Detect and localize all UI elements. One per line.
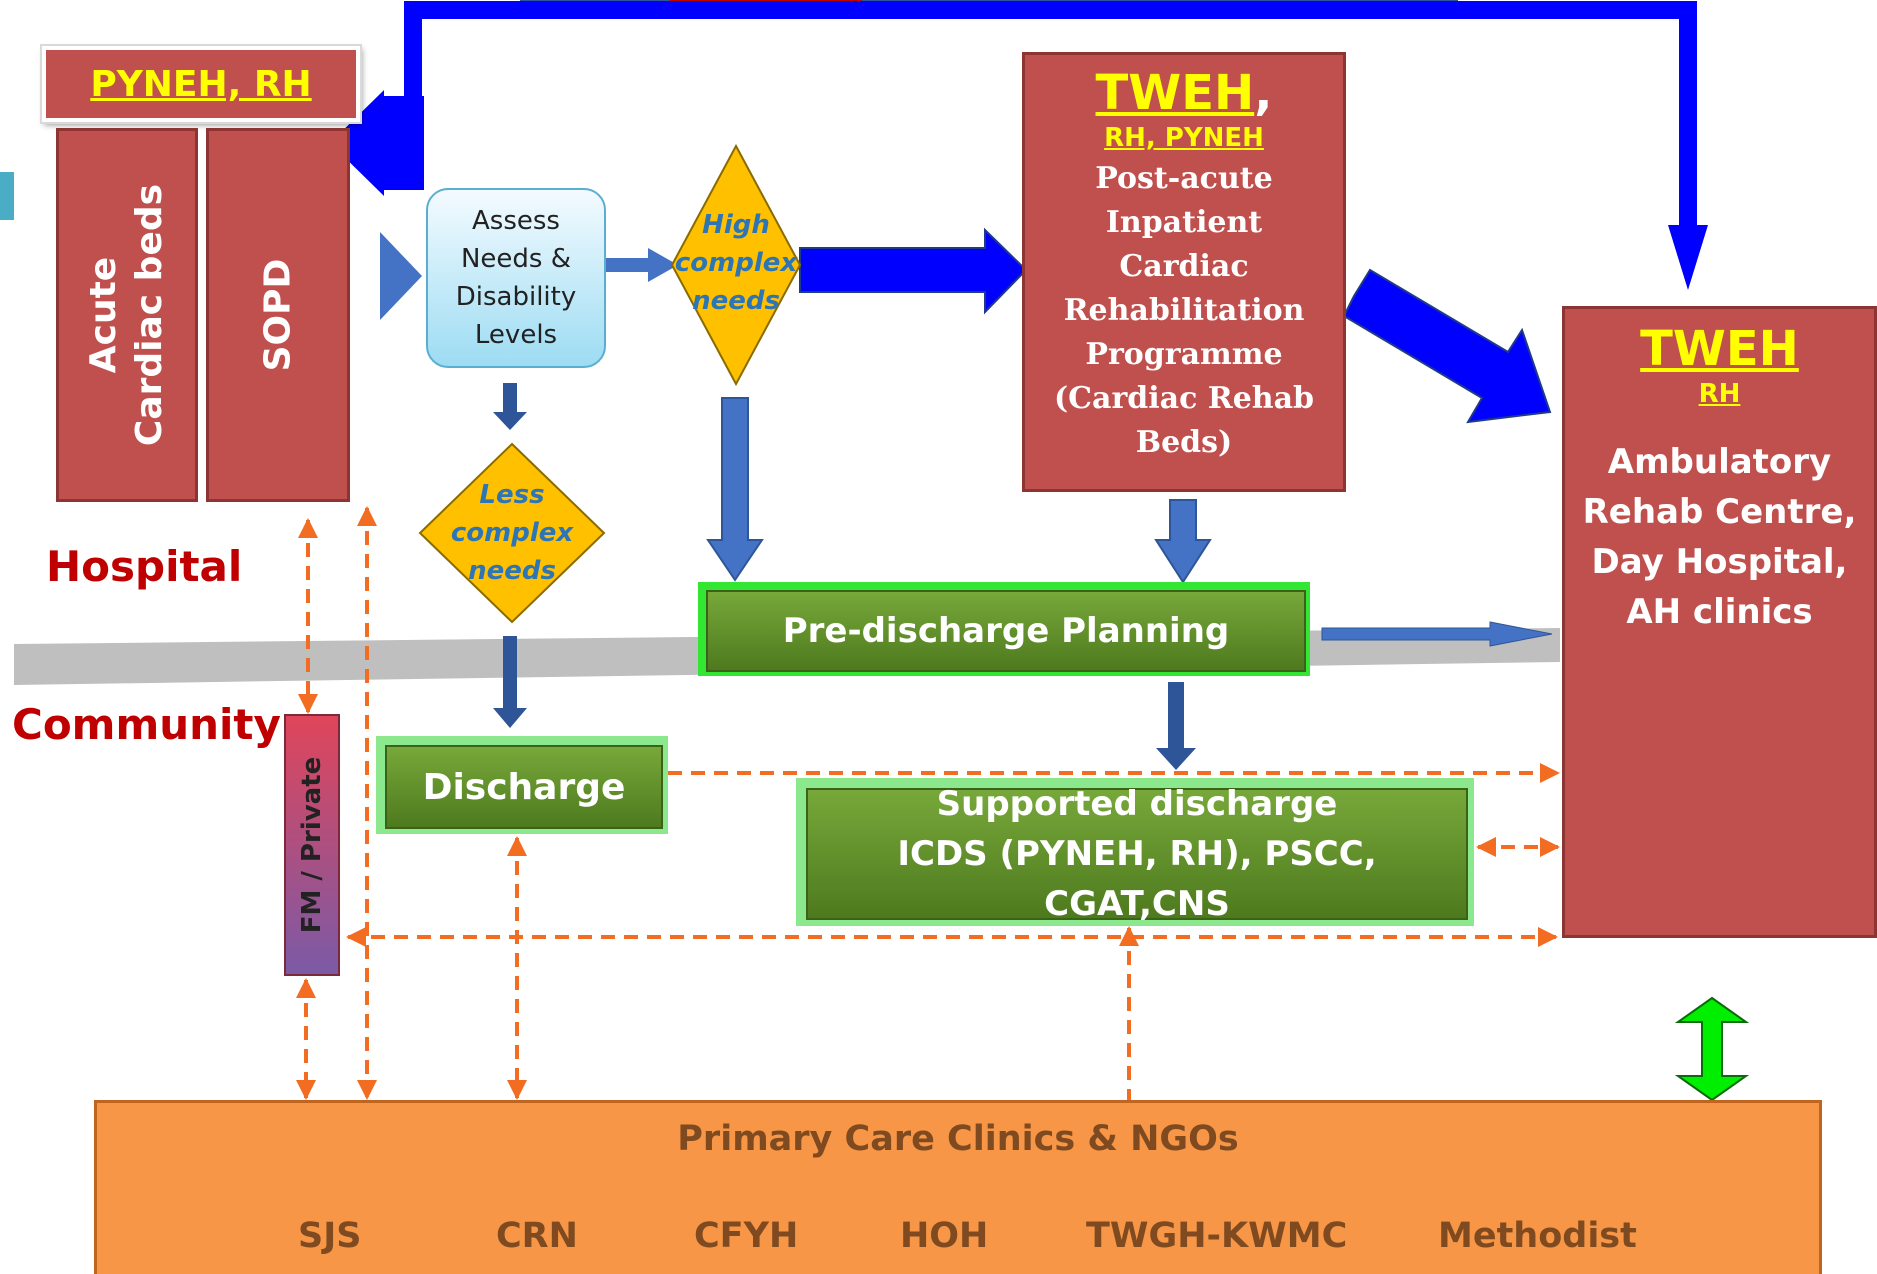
less-complex-label: Less complex needs: [440, 476, 584, 590]
less-line-3: needs: [468, 556, 556, 586]
tweh-ambulatory-subtitle: RH: [1698, 379, 1741, 409]
tweh-ambulatory-title: TWEH: [1640, 321, 1799, 377]
high-line-1: High: [702, 210, 770, 240]
amb-body-3: Day Hospital,: [1591, 542, 1848, 582]
fm-private-label: FM / Private: [297, 756, 327, 934]
sopd-label: SOPD: [257, 258, 299, 372]
supported-frame: Supported discharge ICDS (PYNEH, RH), PS…: [796, 778, 1474, 926]
tweh-to-ambulatory-arrow: [1342, 268, 1552, 424]
assess-to-high-arrow: [606, 248, 678, 282]
supported-box: Supported discharge ICDS (PYNEH, RH), PS…: [806, 784, 1468, 924]
clinic-hoh: HOH: [900, 1216, 989, 1256]
tweh-inpatient-comma: ,: [1254, 65, 1273, 121]
discharge-box: Discharge: [385, 745, 663, 829]
tweh-ambulatory-body: Ambulatory Rehab Centre, Day Hospital, A…: [1565, 437, 1874, 637]
amb-body-4: AH clinics: [1626, 592, 1813, 632]
predischarge-to-ambulatory-arrow: [1321, 621, 1553, 647]
predischarge-frame: Pre-discharge Planning: [698, 582, 1310, 676]
supported-line-2: ICDS (PYNEH, RH), PSCC, CGAT,CNS: [897, 834, 1377, 924]
less-to-discharge-arrow: [493, 636, 527, 728]
tweh-inpatient-title: TWEH: [1095, 65, 1255, 121]
assess-to-less-arrow: [493, 383, 527, 430]
tweh-to-predischarge-arrow: [1154, 499, 1212, 584]
tweh-inpatient-title-row: TWEH,: [1025, 65, 1343, 121]
less-line-2: complex: [450, 518, 574, 548]
acute-cardiac-beds-column: Acute Cardiac beds: [56, 128, 198, 502]
tweh-body-4: Rehabilitation: [1063, 293, 1305, 328]
tweh-body-3: Cardiac: [1119, 249, 1249, 284]
assess-line-1: Assess: [472, 206, 560, 236]
acute-cardiac-beds-label: Acute Cardiac beds: [81, 184, 173, 446]
clinic-methodist: Methodist: [1438, 1216, 1637, 1256]
green-double-arrow: [1674, 996, 1750, 1102]
pyneh-to-assess-arrow: [380, 232, 422, 320]
tweh-ambulatory-box: TWEH RH Ambulatory Rehab Centre, Day Hos…: [1562, 306, 1877, 938]
tweh-inpatient-subtitle: RH, PYNEH: [1104, 123, 1264, 153]
fm-private-bar: FM / Private: [284, 714, 340, 976]
high-line-3: needs: [692, 286, 780, 316]
tweh-body-2: Inpatient: [1105, 205, 1263, 240]
tweh-body-1: Post-acute: [1095, 161, 1273, 196]
community-label: Community: [12, 700, 281, 749]
clinic-twgh-kwmc: TWGH-KWMC: [1086, 1216, 1348, 1256]
tweh-body-5: Programme: [1085, 337, 1283, 372]
primary-care-box: Primary Care Clinics & NGOs: [94, 1100, 1822, 1274]
high-line-2: complex: [674, 248, 798, 278]
blue-loop-arrowhead-down: [1668, 225, 1708, 290]
assess-needs-box: Assess Needs & Disability Levels: [426, 188, 606, 368]
cardiac-beds-label: Cardiac beds: [129, 183, 170, 447]
high-to-predischarge-arrow: [706, 397, 764, 582]
tweh-inpatient-body: Post-acute Inpatient Cardiac Rehabilitat…: [1025, 157, 1343, 465]
predischarge-box: Pre-discharge Planning: [706, 590, 1306, 672]
blue-loop-arrowhead-left-tip: [330, 90, 384, 196]
less-line-1: Less: [479, 480, 545, 510]
tweh-body-6: (Cardiac Rehab: [1053, 381, 1315, 416]
clinic-sjs: SJS: [298, 1216, 362, 1256]
tweh-inpatient-box: TWEH, RH, PYNEH Post-acute Inpatient Car…: [1022, 52, 1346, 492]
sopd-column: SOPD: [206, 128, 350, 502]
hospital-label: Hospital: [46, 542, 243, 591]
assess-line-4: Levels: [474, 320, 558, 350]
supported-line-1: Supported discharge: [936, 784, 1338, 824]
slide-tab: [0, 172, 14, 220]
pyneh-rh-title: PYNEH, RH: [90, 63, 312, 105]
high-to-tweh-arrow: [799, 227, 1028, 315]
discharge-frame: Discharge: [376, 736, 668, 834]
predischarge-to-supported-arrow: [1156, 682, 1196, 770]
clinic-crn: CRN: [496, 1216, 578, 1256]
primary-care-title: Primary Care Clinics & NGOs: [677, 1119, 1239, 1159]
tweh-body-7: Beds): [1135, 425, 1233, 460]
amb-body-2: Rehab Centre,: [1582, 492, 1857, 532]
assess-line-2: Needs &: [460, 244, 572, 274]
less-complex-diamond: [418, 442, 606, 624]
blue-loop-arrowhead-left: [384, 96, 424, 190]
pyneh-rh-header: PYNEH, RH: [42, 46, 360, 122]
high-complex-label: High complex needs: [672, 206, 800, 320]
clinic-cfyh: CFYH: [694, 1216, 799, 1256]
assess-line-3: Disability: [455, 282, 577, 312]
high-complex-diamond: [670, 143, 802, 387]
amb-body-1: Ambulatory: [1607, 442, 1832, 482]
acute-label: Acute: [83, 256, 124, 374]
